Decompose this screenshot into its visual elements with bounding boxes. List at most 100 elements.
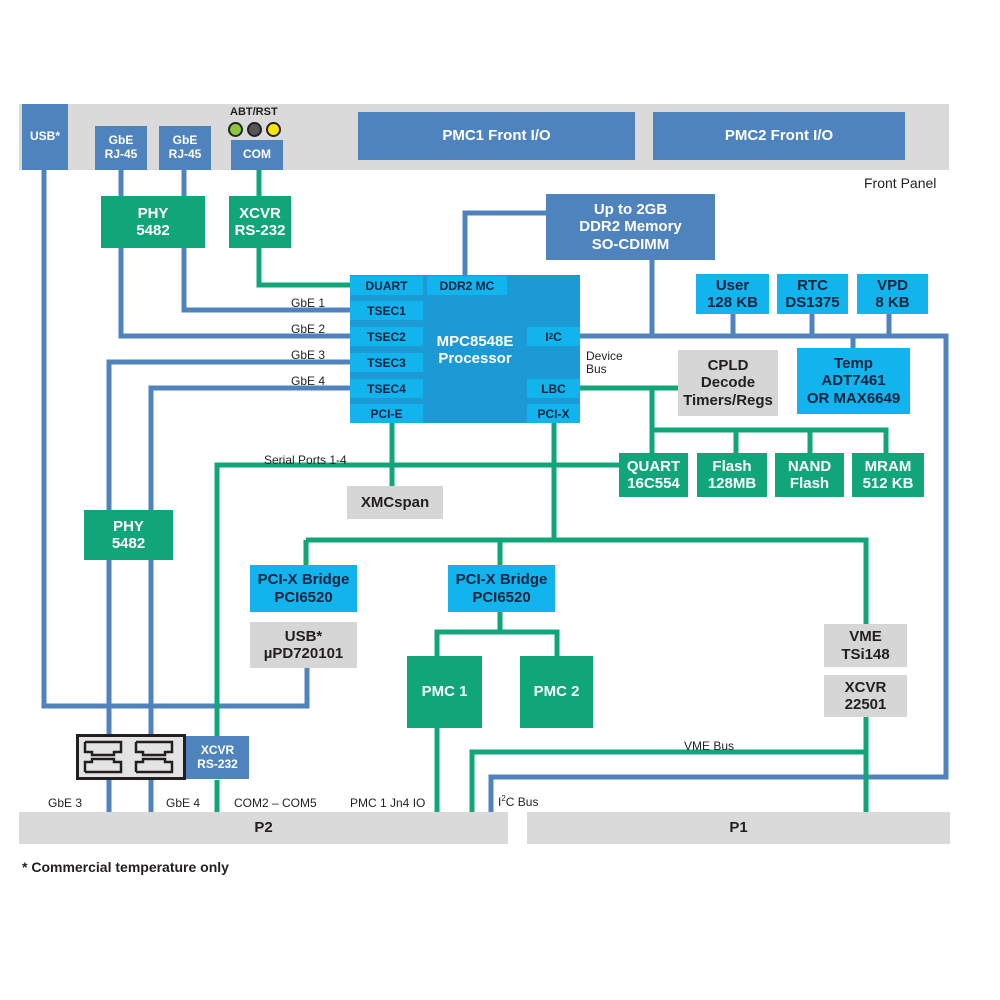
line-pmc-bus — [434, 612, 503, 656]
gbe-rj45-port-1-line2: RJ-45 — [104, 147, 138, 161]
label-gbe3: GbE 3 — [291, 348, 326, 362]
i2c-port-c: C — [553, 329, 562, 344]
phy-top-line2: 5482 — [136, 222, 170, 239]
p1-connector-label: P1 — [729, 819, 748, 837]
flash-line2: 128MB — [707, 475, 757, 492]
phy-bottom: PHY 5482 — [84, 510, 173, 560]
vpd: VPD 8 KB — [857, 274, 928, 314]
line-usb — [41, 165, 310, 709]
pmc1-front-io-label: PMC1 Front I/O — [442, 127, 551, 145]
label-vme-bus: VME Bus — [684, 739, 735, 753]
line-pcix-bus — [306, 537, 869, 624]
user-memory: User 128 KB — [696, 274, 769, 314]
label-i2c-bus-post: C Bus — [505, 795, 539, 809]
label-gbe3-bottom: GbE 3 — [48, 796, 83, 810]
processor-name-line1: MPC8548E — [436, 332, 514, 350]
label-serial-ports: Serial Ports 1-4 — [264, 453, 347, 467]
pcix-bridge-mid-line2: PCI6520 — [472, 588, 531, 606]
phy-top: PHY 5482 — [101, 196, 205, 248]
pmc2-front-io-label: PMC2 Front I/O — [724, 127, 834, 145]
ddr2-memory-line2: DDR2 Memory — [579, 218, 682, 236]
cpld-line3: Timers/Regs — [683, 391, 773, 409]
pmc1-label: PMC 1 — [421, 683, 468, 701]
nand-flash-line1: NAND — [787, 457, 832, 475]
nand-flash-line2: Flash — [789, 475, 830, 492]
label-gbe4-bottom: GbE 4 — [166, 796, 201, 810]
line-device-bus — [652, 427, 889, 453]
quart-line1: QUART — [626, 457, 681, 475]
usb-chip: USB* µPD720101 — [250, 622, 357, 668]
gbe-rj45-port-1: GbE RJ-45 — [95, 126, 147, 170]
label-i2c-bus: I2C Bus — [498, 794, 538, 809]
quart-line2: 16C554 — [627, 475, 680, 492]
temp-sensor-line3: OR MAX6649 — [806, 389, 901, 407]
cpld-line2: Decode — [700, 374, 756, 392]
gbe-rj45-port-2: GbE RJ-45 — [159, 126, 211, 170]
abt-rst-label: ABT/RST — [230, 106, 278, 118]
xcvr-bottom-line1: XCVR — [200, 742, 235, 757]
tsec4-port: TSEC4 — [350, 379, 423, 398]
label-com2-com5: COM2 – COM5 — [234, 796, 317, 810]
pcix-port: PCI-X — [527, 404, 580, 423]
line-vme-bus — [469, 749, 866, 812]
label-gbe4: GbE 4 — [291, 374, 326, 388]
gbe-rj45-port-2-line2: RJ-45 — [168, 147, 202, 161]
flash-line1: Flash — [712, 457, 752, 475]
pcix-bridge-left: PCI-X Bridge PCI6520 — [250, 565, 357, 612]
vpd-line2: 8 KB — [875, 294, 910, 311]
label-gbe1: GbE 1 — [291, 296, 326, 310]
phy-bottom-line2: 5482 — [111, 535, 146, 552]
tsec3-port: TSEC3 — [350, 353, 423, 372]
usb-chip-line2: µPD720101 — [263, 645, 344, 662]
xmcspan-label: XMCspan — [360, 493, 430, 511]
line-gbe3 — [106, 359, 350, 510]
line-i2c — [488, 333, 949, 812]
ddr2-memory-line3: SO-CDIMM — [591, 235, 670, 253]
label-i2c-bus-i: I — [498, 795, 502, 809]
pcix-bridge-mid-line1: PCI-X Bridge — [455, 571, 548, 589]
i2c-port-i: I — [545, 329, 549, 344]
gbe-rj45-port-2-line1: GbE — [172, 133, 198, 148]
vme-bridge-line2: TSi148 — [841, 645, 890, 663]
line-pmc2-bus — [500, 629, 560, 656]
label-device-bus-line1: Device — [586, 349, 623, 363]
quart: QUART 16C554 — [619, 453, 688, 497]
led-green-icon — [228, 122, 243, 137]
xcvr-top-line2: RS-232 — [234, 222, 286, 239]
phy-top-line1: PHY — [137, 204, 169, 222]
pcix-bridge-left-line1: PCI-X Bridge — [257, 571, 350, 589]
cpld: CPLD Decode Timers/Regs — [678, 350, 778, 416]
tsec1-port: TSEC1 — [350, 301, 423, 320]
user-memory-line2: 128 KB — [707, 294, 758, 311]
led-yellow-icon — [266, 122, 281, 137]
gbe-rj45-port-1-line1: GbE — [108, 133, 134, 148]
rtc-line1: RTC — [797, 276, 828, 294]
line-ddr2 — [462, 210, 548, 278]
label-device-bus: Device Bus — [586, 349, 623, 376]
processor — [350, 275, 580, 423]
tsec2-port: TSEC2 — [350, 327, 423, 346]
usb-front-port: USB* — [22, 104, 68, 170]
p2-connector-label: P2 — [254, 819, 273, 837]
temp-sensor: Temp ADT7461 OR MAX6649 — [797, 348, 910, 414]
line-gbe4 — [148, 385, 350, 510]
processor-name: MPC8548E Processor — [425, 330, 525, 370]
phy-bottom-line1: PHY — [113, 517, 144, 535]
lbc-port: LBC — [527, 379, 580, 398]
p1-connector: P1 — [527, 812, 950, 844]
usb-chip-line1: USB* — [284, 627, 323, 645]
xcvr-top: XCVR RS-232 — [229, 196, 291, 248]
vme-bridge: VME TSi148 — [824, 624, 907, 667]
p2-connector: P2 — [19, 812, 508, 844]
xcvr-vme: XCVR 22501 — [824, 675, 907, 717]
led-grey-icon — [247, 122, 262, 137]
footnote: * Commercial temperature only — [22, 859, 229, 875]
line-gbe1 — [181, 248, 350, 313]
ddr2-memory: Up to 2GB DDR2 Memory SO-CDIMM — [546, 194, 715, 260]
pcix-bridge-mid: PCI-X Bridge PCI6520 — [448, 565, 555, 612]
mram-line2: 512 KB — [862, 475, 914, 492]
pmc1-front-io: PMC1 Front I/O — [358, 112, 635, 160]
temp-sensor-line1: Temp — [834, 355, 873, 373]
